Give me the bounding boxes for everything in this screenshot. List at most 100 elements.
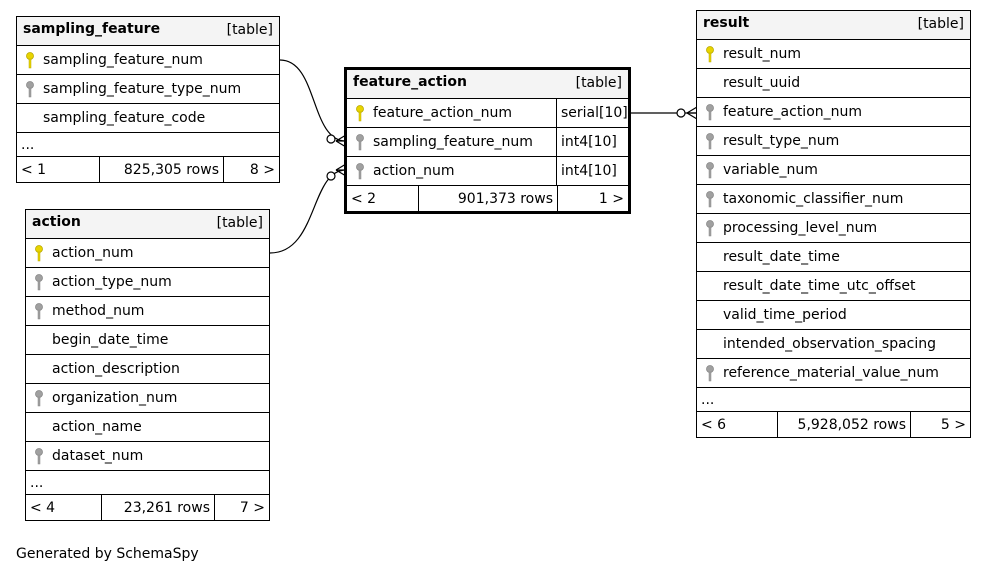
column-name: sampling_feature_num <box>373 134 533 150</box>
row-count: 23,261 rows <box>102 495 215 520</box>
no-key-spacer <box>26 413 52 441</box>
ellipsis-text: ... <box>701 391 715 408</box>
column-row[interactable]: sampling_feature_code <box>17 104 279 133</box>
foreign-key-icon <box>26 297 52 325</box>
column-row[interactable]: reference_material_value_num <box>697 359 970 388</box>
more-columns-ellipsis: ... <box>17 133 279 157</box>
column-name: sampling_feature_num <box>43 52 203 68</box>
column-row[interactable]: taxonomic_classifier_num <box>697 185 970 214</box>
column-type: int4[10] <box>556 128 628 156</box>
no-key-spacer <box>17 104 43 132</box>
column-row[interactable]: sampling_feature_num int4[10] <box>347 128 628 157</box>
column-row[interactable]: sampling_feature_num <box>17 46 279 75</box>
column-row[interactable]: result_date_time_utc_offset <box>697 272 970 301</box>
table-type-label: [table] <box>917 16 964 32</box>
column-row[interactable]: result_type_num <box>697 127 970 156</box>
primary-key-icon <box>347 99 373 127</box>
column-row[interactable]: result_uuid <box>697 69 970 98</box>
table-header: action [table] <box>26 210 269 239</box>
column-name: dataset_num <box>52 448 144 464</box>
column-row[interactable]: result_num <box>697 40 970 69</box>
children-count[interactable]: 7 > <box>239 499 265 516</box>
primary-key-icon <box>26 239 52 267</box>
row-count: 901,373 rows <box>419 186 558 211</box>
table-name: sampling_feature <box>23 21 161 37</box>
column-name: action_type_num <box>52 274 172 290</box>
table-sampling-feature[interactable]: sampling_feature[table] sampling_feature_… <box>16 16 280 183</box>
crowfoot-sampling <box>326 134 347 148</box>
parents-count[interactable]: < 2 <box>347 186 419 211</box>
foreign-key-icon <box>26 268 52 296</box>
table-name: feature_action <box>353 74 467 90</box>
column-row[interactable]: feature_action_num <box>697 98 970 127</box>
column-type: int4[10] <box>556 157 628 185</box>
column-name: begin_date_time <box>52 332 169 348</box>
column-name: feature_action_num <box>723 104 863 120</box>
column-row[interactable]: method_num <box>26 297 269 326</box>
column-row[interactable]: processing_level_num <box>697 214 970 243</box>
parents-count[interactable]: < 6 <box>697 412 778 437</box>
column-row[interactable]: intended_observation_spacing <box>697 330 970 359</box>
column-row[interactable]: action_description <box>26 355 269 384</box>
column-name: variable_num <box>723 162 818 178</box>
table-type-label: [table] <box>216 215 263 231</box>
children-count[interactable]: 8 > <box>249 161 275 178</box>
column-name: valid_time_period <box>723 307 847 323</box>
children-count[interactable]: 5 > <box>940 416 966 433</box>
column-name: action_num <box>373 163 455 179</box>
parents-count[interactable]: < 1 <box>17 157 100 182</box>
column-name: processing_level_num <box>723 220 878 236</box>
column-row[interactable]: dataset_num <box>26 442 269 471</box>
no-key-spacer <box>697 69 723 97</box>
no-key-spacer <box>697 243 723 271</box>
column-row[interactable]: begin_date_time <box>26 326 269 355</box>
more-columns-ellipsis: ... <box>697 388 970 412</box>
column-type: serial[10] <box>556 99 628 127</box>
primary-key-icon <box>697 40 723 68</box>
ellipsis-text: ... <box>30 474 44 491</box>
column-name: result_date_time_utc_offset <box>723 278 916 294</box>
row-count: 5,928,052 rows <box>778 412 911 437</box>
column-row[interactable]: action_num <box>26 239 269 268</box>
column-row[interactable]: result_date_time <box>697 243 970 272</box>
foreign-key-icon <box>17 75 43 103</box>
column-row[interactable]: sampling_feature_type_num <box>17 75 279 104</box>
children-count[interactable]: 1 > <box>598 190 624 207</box>
table-header: sampling_feature[table] <box>17 17 279 46</box>
table-name: result <box>703 15 750 31</box>
column-name: action_num <box>52 245 134 261</box>
column-row[interactable]: organization_num <box>26 384 269 413</box>
primary-key-icon <box>17 46 43 74</box>
column-name: method_num <box>52 303 145 319</box>
column-row[interactable]: valid_time_period <box>697 301 970 330</box>
column-name: result_date_time <box>723 249 840 265</box>
column-row[interactable]: action_name <box>26 413 269 442</box>
foreign-key-icon <box>347 128 373 156</box>
foreign-key-icon <box>697 127 723 155</box>
more-columns-ellipsis: ... <box>26 471 269 495</box>
column-name: taxonomic_classifier_num <box>723 191 904 207</box>
column-row[interactable]: action_type_num <box>26 268 269 297</box>
column-name: sampling_feature_code <box>43 110 206 126</box>
no-key-spacer <box>697 272 723 300</box>
no-key-spacer <box>26 326 52 354</box>
foreign-key-icon <box>697 156 723 184</box>
foreign-key-icon <box>697 98 723 126</box>
foreign-key-icon <box>26 384 52 412</box>
column-row[interactable]: variable_num <box>697 156 970 185</box>
column-row[interactable]: action_num int4[10] <box>347 157 628 186</box>
foreign-key-icon <box>697 185 723 213</box>
column-name: result_num <box>723 46 801 62</box>
parents-count[interactable]: < 4 <box>26 495 102 520</box>
table-name: action <box>32 214 81 230</box>
foreign-key-icon <box>697 359 723 387</box>
column-name: action_description <box>52 361 180 377</box>
